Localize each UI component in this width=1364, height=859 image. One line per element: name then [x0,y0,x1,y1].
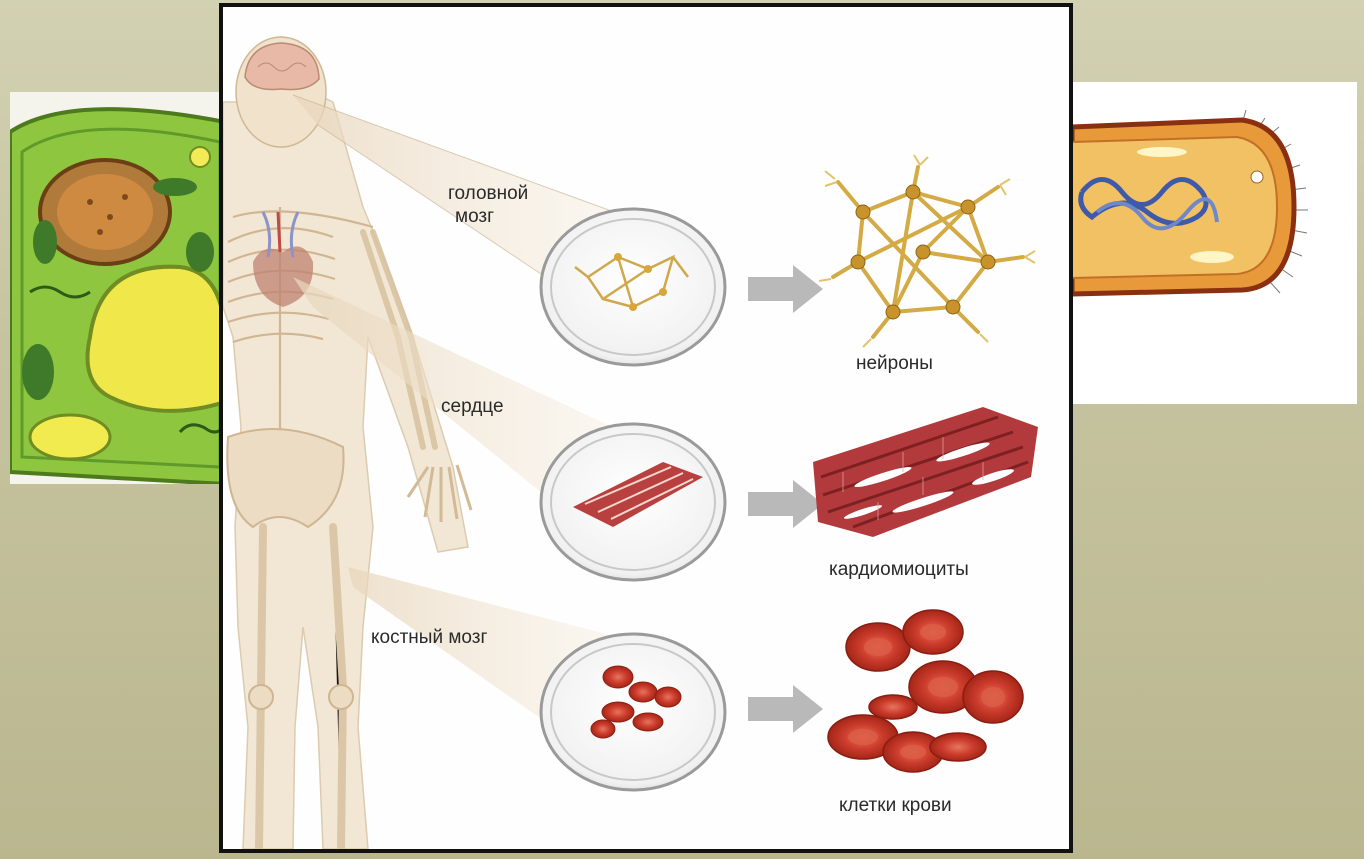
differentiation-arrows [748,265,823,733]
arrow-blood-cells-icon [748,685,823,733]
label-neurons: нейроны [856,353,933,375]
label-bone-marrow: костный мозг [371,627,487,649]
petri-dish-cardiomyocytes [541,424,725,580]
label-cardiomyocytes: кардиомиоциты [829,559,969,581]
label-brain-line2: мозг [455,206,494,228]
label-brain-line1: головной [448,183,528,205]
arrow-neurons-icon [748,265,823,313]
neuron-network-illustration [819,155,1035,347]
stem-cell-diagram-panel: головной мозг сердце костный мозг нейрон… [219,3,1073,853]
petri-dish-neurons [541,209,725,365]
cardiomyocytes-illustration [813,407,1038,537]
plant-cell-illustration [10,92,225,484]
bacterium-illustration [1072,82,1357,404]
label-blood-cells: клетки крови [839,795,952,817]
petri-dish-blood-cells [541,634,725,790]
arrow-cardiomyocytes-icon [748,480,823,528]
label-heart: сердце [441,396,504,418]
diagram-canvas [223,7,1069,849]
